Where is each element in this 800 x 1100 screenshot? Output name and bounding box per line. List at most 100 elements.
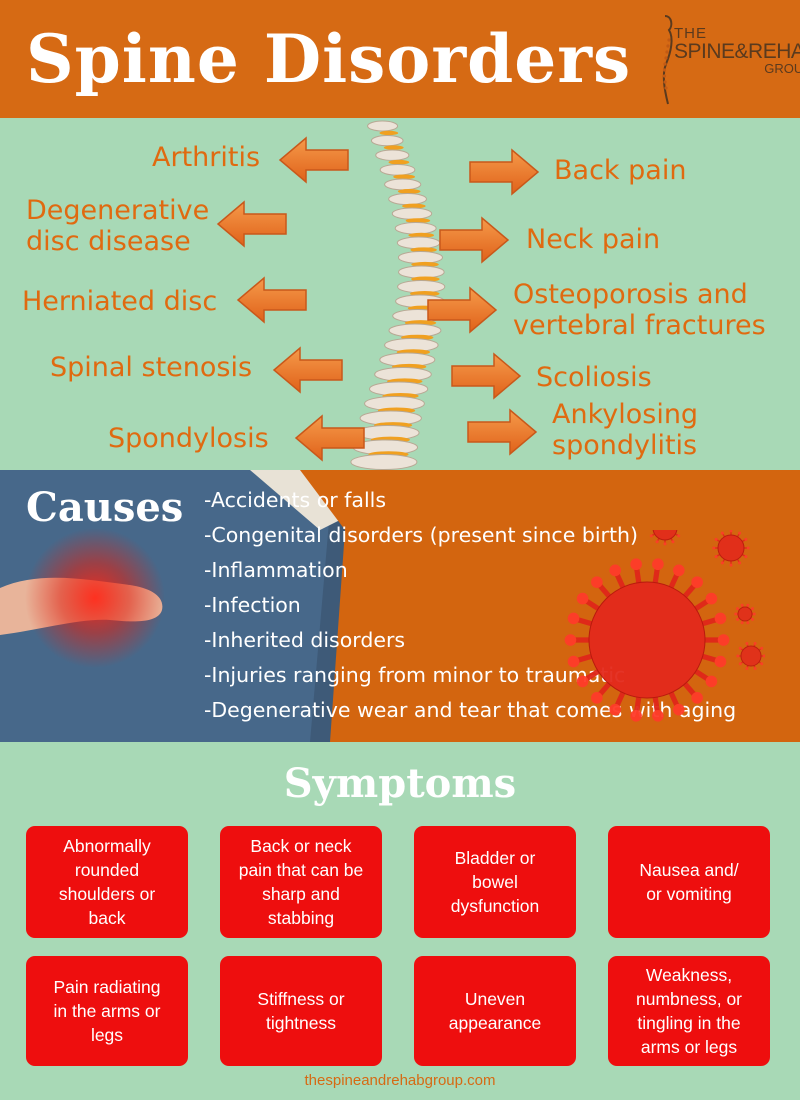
label-line: Herniated disc — [22, 286, 218, 317]
vertebra — [398, 265, 445, 279]
symptom-line: Back or neck — [250, 836, 352, 856]
logo: THE SPINE&REHAB GROUP — [652, 12, 800, 108]
disorder-label-degenerative-disc: Degenerative disc disease — [26, 195, 209, 257]
symptom-text: Weakness, numbness, or tingling in the a… — [636, 963, 742, 1059]
disorder-label-spondylosis: Spondylosis — [108, 423, 269, 454]
symptom-line: sharp and — [262, 884, 340, 904]
virus-icon — [734, 603, 756, 625]
symptom-line: Pain radiating — [53, 977, 161, 997]
header-banner: Spine Disorders THE SPINE&REHAB GROUP — [0, 0, 800, 118]
spinal-disc — [388, 159, 410, 165]
vertebra — [370, 135, 404, 147]
symptom-text: Abnormally rounded shoulders or back — [59, 834, 155, 930]
symptom-card: Uneven appearance — [414, 956, 576, 1066]
cause-item: -Inflammation — [204, 558, 348, 582]
spinal-disc — [408, 232, 435, 238]
disorders-section: Arthritis Degenerative disc disease Hern… — [0, 118, 800, 470]
causes-list: -Accidents or falls -Congenital disorder… — [204, 483, 736, 728]
symptom-line: tightness — [265, 1013, 337, 1033]
virus-icon — [712, 530, 750, 567]
spinal-disc — [405, 218, 431, 224]
footer-url: thespineandrehabgroup.com — [304, 1072, 496, 1089]
symptom-line: Bladder or — [454, 848, 536, 868]
symptom-text: Pain radiating in the arms or legs — [53, 975, 160, 1047]
disorder-label-spinal-stenosis: Spinal stenosis — [50, 352, 252, 383]
vertebra — [394, 222, 437, 235]
vertebra — [375, 149, 410, 161]
arrow-left-icon — [234, 274, 310, 326]
arrow-left-icon — [276, 134, 352, 186]
disorder-label-neck-pain: Neck pain — [526, 224, 660, 255]
cause-item: -Accidents or falls — [204, 488, 387, 512]
label-line: Arthritis — [152, 142, 261, 173]
arrow-right-icon — [448, 350, 524, 402]
vertebra — [396, 236, 441, 250]
arrow-right-icon — [464, 406, 540, 458]
symptom-line: bowel — [472, 872, 518, 892]
label-line: Osteoporosis and — [513, 279, 748, 310]
disorder-label-herniated-disc: Herniated disc — [22, 286, 217, 317]
causes-title: Causes — [26, 484, 184, 531]
spine-illustration — [350, 120, 446, 470]
disorder-label-back-pain: Back pain — [554, 155, 686, 186]
virus-icon — [649, 530, 681, 546]
symptom-line: arms or legs — [640, 1037, 738, 1057]
arrow-left-icon — [270, 344, 346, 396]
spinal-disc — [402, 203, 426, 209]
back-pain-photo — [0, 470, 380, 742]
virus-icon — [736, 641, 765, 671]
arrow-right-icon — [424, 284, 500, 336]
disorder-label-osteoporosis: Osteoporosis and vertebral fractures — [513, 279, 766, 341]
symptom-line: stabbing — [267, 908, 335, 928]
symptom-card: Weakness, numbness, or tingling in the a… — [608, 956, 770, 1066]
virus-icon — [564, 558, 730, 722]
spinal-disc — [393, 174, 415, 180]
symptom-card: Stiffness or tightness — [220, 956, 382, 1066]
label-line: Back pain — [554, 155, 687, 186]
symptom-line: dysfunction — [450, 896, 540, 916]
symptom-text: Uneven appearance — [449, 987, 541, 1035]
label-line: Spinal stenosis — [50, 352, 253, 383]
logo-main: SPINE&REHAB — [674, 40, 800, 63]
vertebra — [350, 454, 418, 470]
symptom-line: Stiffness or — [257, 989, 345, 1009]
symptom-card: Abnormally rounded shoulders or back — [26, 826, 188, 938]
symptom-card: Pain radiating in the arms or legs — [26, 956, 188, 1066]
page-title: Spine Disorders — [26, 20, 632, 98]
symptom-line: Weakness, — [645, 965, 733, 985]
logo-text: THE SPINE&REHAB GROUP — [674, 26, 800, 75]
logo-group: GROUP — [764, 61, 800, 76]
symptom-line: in the arms or — [53, 1001, 161, 1021]
label-line: Degenerative — [26, 195, 210, 226]
cause-item: -Congenital disorders (present since bir… — [204, 523, 638, 547]
causes-section: Causes -Accidents or falls -Congenital d… — [0, 470, 800, 742]
symptom-card: Bladder or bowel dysfunction — [414, 826, 576, 938]
symptom-card: Nausea and/ or vomiting — [608, 826, 770, 938]
symptom-line: or vomiting — [646, 884, 732, 904]
vertebra — [379, 164, 416, 176]
disorder-label-ankylosing: Ankylosing spondylitis — [552, 399, 698, 461]
cause-item: -Injuries ranging from minor to traumati… — [204, 663, 626, 687]
label-line: Spondylosis — [108, 423, 269, 454]
label-line: spondylitis — [552, 430, 698, 461]
spinal-disc — [379, 130, 399, 136]
symptom-line: numbness, or — [635, 989, 743, 1009]
cause-item: -Infection — [204, 593, 301, 617]
symptom-text: Stiffness or tightness — [257, 987, 344, 1035]
label-line: Scoliosis — [536, 362, 652, 393]
arrow-right-icon — [436, 214, 512, 266]
label-line: Ankylosing — [552, 399, 699, 430]
arrow-left-icon — [292, 412, 368, 464]
cause-item: -Inherited disorders — [204, 628, 406, 652]
symptom-text: Bladder or bowel dysfunction — [451, 846, 540, 918]
symptom-line: Abnormally — [63, 836, 151, 856]
vertebra — [388, 193, 427, 206]
label-line: Neck pain — [526, 224, 661, 255]
symptom-text: Nausea and/ or vomiting — [639, 858, 738, 906]
symptom-line: legs — [90, 1025, 124, 1045]
spinal-disc — [397, 189, 421, 194]
symptom-line: pain that can be — [238, 860, 364, 880]
arrow-left-icon — [214, 198, 290, 250]
spine-figure-icon — [662, 15, 673, 105]
virus-illustration — [564, 530, 765, 722]
